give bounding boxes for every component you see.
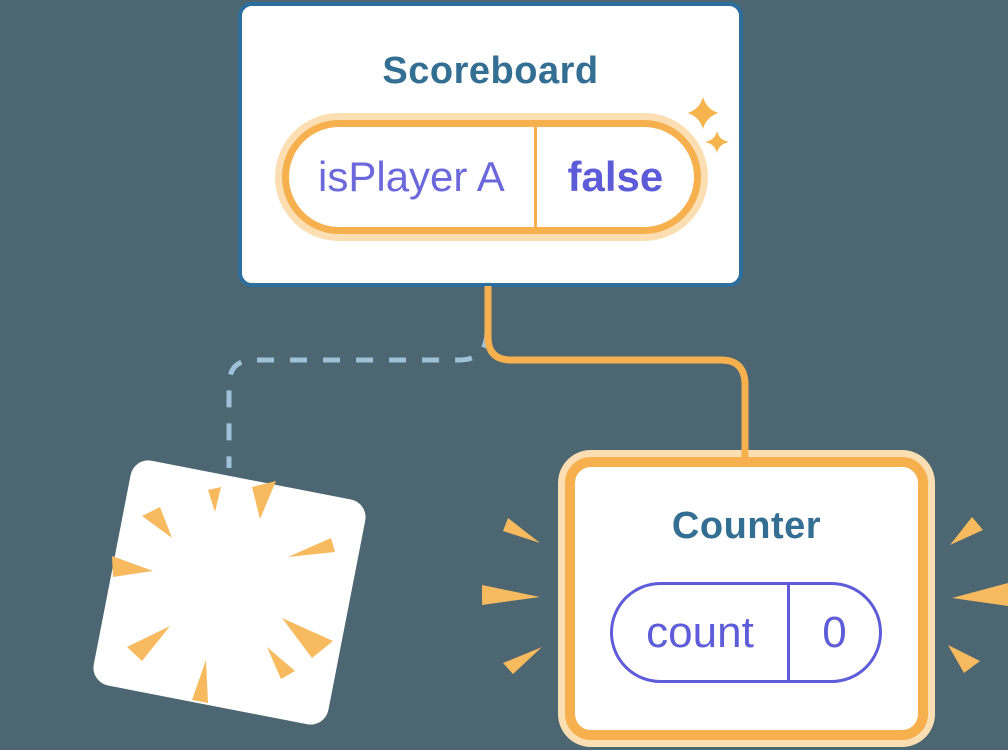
counter-state-name: count — [646, 607, 754, 657]
scoreboard-state-name: isPlayer A — [318, 153, 505, 200]
counter-title: Counter — [671, 505, 822, 547]
counter-state-pill: count 0 — [610, 582, 882, 683]
scoreboard-title: Scoreboard — [382, 50, 599, 92]
scoreboard-state-value: false — [567, 153, 664, 200]
solid-connector-line — [484, 286, 749, 458]
dashed-connector-line — [226, 330, 490, 468]
pill-divider — [787, 585, 790, 680]
pill-divider — [533, 127, 537, 227]
destroyed-component-card — [90, 457, 369, 728]
scoreboard-component-card: Scoreboard isPlayer A false — [238, 2, 743, 287]
emphasis-rays-right-icon — [948, 517, 1008, 673]
counter-component-card: Counter count 0 — [565, 457, 928, 740]
emphasis-rays-left-icon — [482, 518, 542, 674]
counter-state-value: 0 — [822, 607, 847, 657]
scoreboard-state-pill: isPlayer A false — [282, 120, 701, 234]
